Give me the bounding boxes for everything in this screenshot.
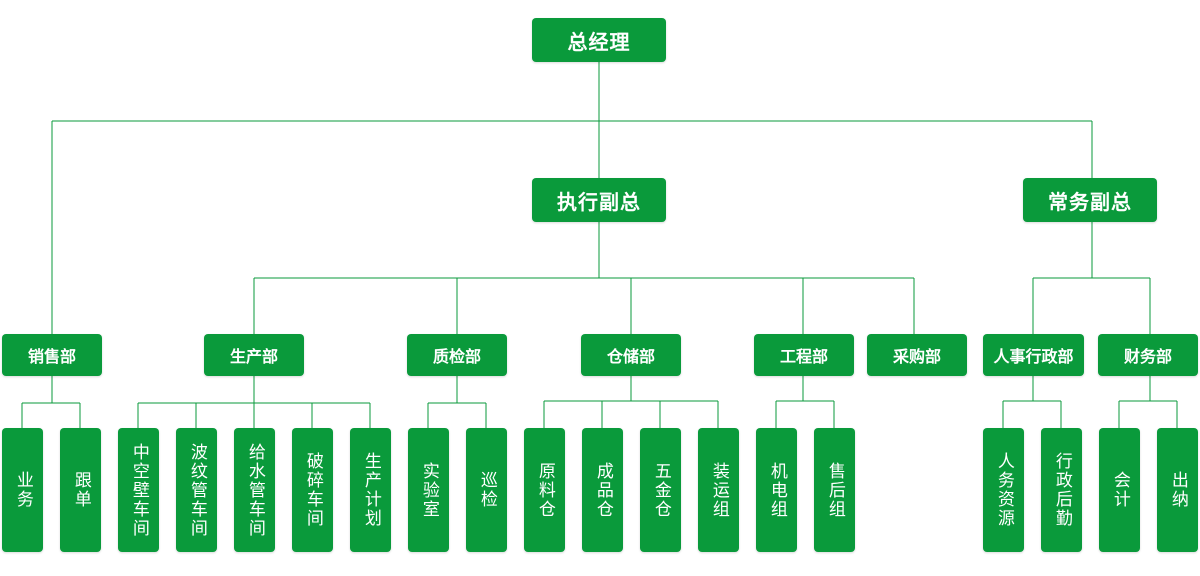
team-quality-lab: 实验室 (408, 428, 449, 552)
team-wh-hardware: 五金仓 (640, 428, 681, 552)
team-prod-crushing: 破碎车间 (292, 428, 333, 552)
team-eng-mech-elec: 机电组 (756, 428, 797, 552)
node-ops-vp: 常务副总 (1023, 178, 1157, 222)
team-fin-cashier: 出纳 (1157, 428, 1198, 552)
dept-warehouse: 仓储部 (581, 334, 681, 376)
dept-purchasing: 采购部 (867, 334, 967, 376)
dept-production: 生产部 (204, 334, 304, 376)
team-eng-after-sales: 售后组 (814, 428, 855, 552)
team-wh-finished: 成品仓 (582, 428, 623, 552)
team-prod-planning: 生产计划 (350, 428, 391, 552)
dept-hr-admin: 人事行政部 (983, 334, 1084, 376)
team-quality-patrol: 巡检 (466, 428, 507, 552)
team-wh-shipping: 装运组 (698, 428, 739, 552)
team-prod-water-pipe: 给水管车间 (234, 428, 275, 552)
team-prod-hollow-wall: 中空壁车间 (118, 428, 159, 552)
dept-quality: 质检部 (407, 334, 507, 376)
dept-finance: 财务部 (1098, 334, 1198, 376)
team-wh-raw: 原料仓 (524, 428, 565, 552)
team-hr-resources: 人务资源 (983, 428, 1024, 552)
dept-engineering: 工程部 (754, 334, 854, 376)
team-sales-followup: 跟单 (60, 428, 101, 552)
team-fin-accounting: 会计 (1099, 428, 1140, 552)
team-sales-business: 业务 (2, 428, 43, 552)
team-prod-corrugated: 波纹管车间 (176, 428, 217, 552)
dept-sales: 销售部 (2, 334, 102, 376)
team-hr-logistics: 行政后勤 (1041, 428, 1082, 552)
node-exec-vp: 执行副总 (532, 178, 666, 222)
node-general-manager: 总经理 (532, 18, 666, 62)
